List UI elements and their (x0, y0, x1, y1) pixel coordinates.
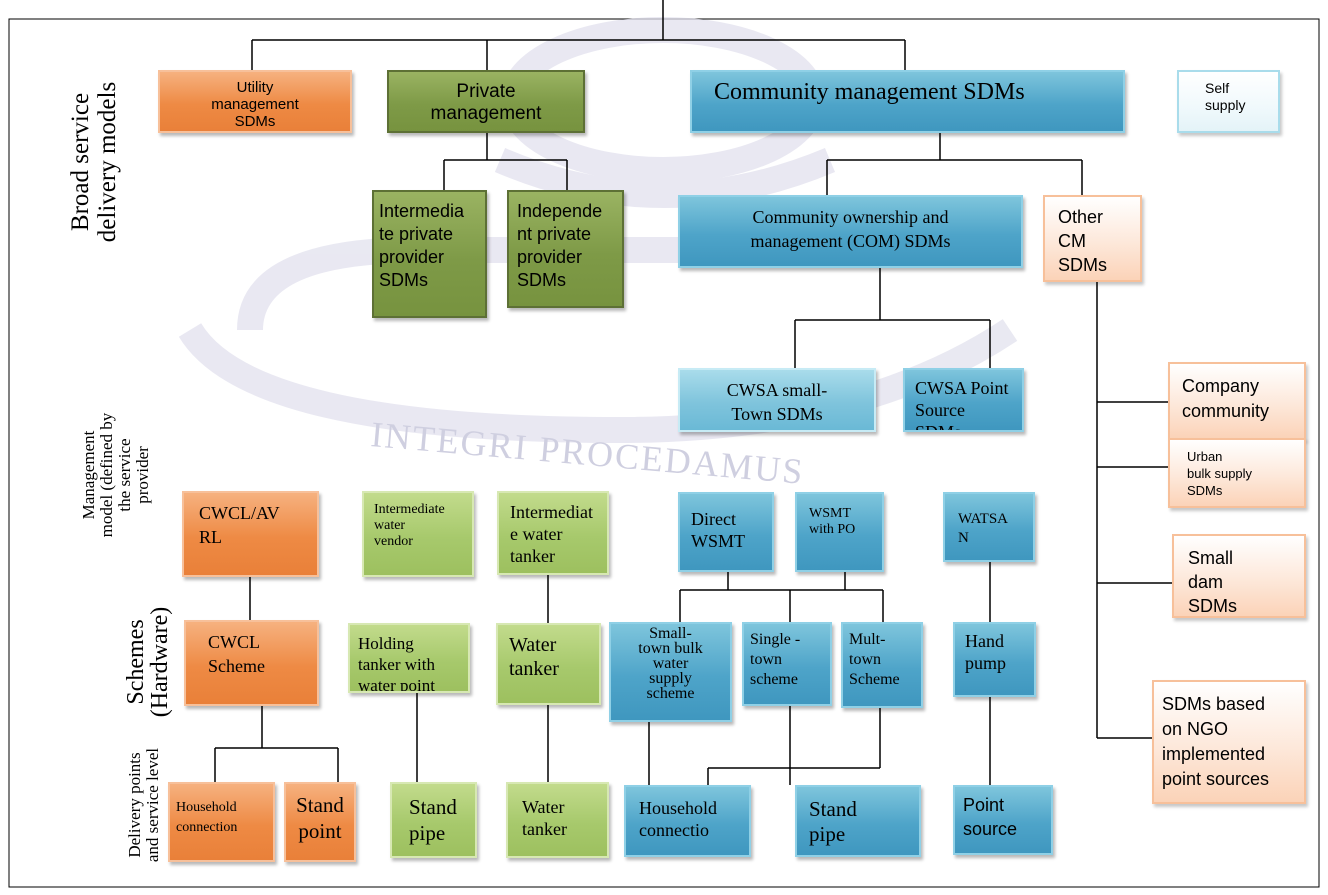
small-dam-sdms-label: Small dam SDMs (1188, 548, 1237, 616)
private-management-box: Private management (387, 70, 585, 133)
cwsa-point-source-label: CWSA Point Source SDMs (915, 378, 1009, 432)
cwcl-scheme-box: CWCL Scheme (184, 620, 319, 706)
intermediate-private-provider-label: Intermedia te private provider SDMs (379, 201, 465, 290)
household-connection-blue-box: Household connectio (624, 785, 751, 857)
self-supply-label: Self supply (1205, 80, 1246, 113)
com-sdms-label: Community ownership and management (COM)… (750, 207, 951, 251)
water-tanker-scheme-box: Water tanker (496, 623, 601, 705)
wsmt-with-po-box: WSMT with PO (795, 492, 884, 572)
multi-town-scheme-box: Mult- town Scheme (841, 622, 923, 708)
stand-pipe-green-label: Stand pipe (409, 795, 457, 845)
watsan-label: WATSA N (958, 511, 1009, 546)
row-label-management-line2: model (defined by (97, 412, 116, 538)
small-dam-sdms-box: Small dam SDMs (1172, 534, 1306, 618)
stand-pipe-blue-box: Stand pipe (795, 785, 921, 857)
row-label-delivery: Delivery points and service level (125, 715, 166, 895)
single-town-scheme-box: Single - town scheme (742, 622, 832, 706)
row-label-management-line1: Management (79, 430, 98, 520)
stand-point-box: Stand point (284, 782, 356, 862)
stand-point-label: Stand point (296, 793, 344, 843)
row-label-delivery-line1: Delivery points (125, 752, 144, 858)
household-connection-orange-label: Household connection (176, 800, 238, 835)
other-cm-sdms-box: Other CM SDMs (1043, 195, 1142, 282)
household-connection-orange-box: Household connection (168, 782, 275, 862)
household-connection-blue-label: Household connectio (639, 798, 717, 840)
community-management-box: Community management SDMs (690, 70, 1125, 133)
stand-pipe-green-box: Stand pipe (390, 782, 477, 858)
stand-pipe-blue-label: Stand pipe (809, 797, 857, 846)
company-community-label: Company community ... (1182, 376, 1270, 440)
holding-tanker-label: Holding tanker with water point (358, 634, 435, 693)
row-label-broad-line2: delivery models (94, 81, 121, 243)
utility-management-box: Utility management SDMs (158, 70, 352, 133)
intermediate-water-vendor-label: Intermediate water vendor (374, 502, 445, 549)
water-tanker-delivery-label: Water tanker (522, 797, 567, 839)
intermediate-water-tanker-box: Intermediat e water tanker (497, 491, 609, 575)
urban-bulk-supply-box: Urban bulk supply SDMs (1168, 438, 1306, 508)
cwsa-small-town-box: CWSA small- Town SDMs (678, 368, 876, 432)
ngo-point-sources-box: SDMs based on NGO implemented point sour… (1152, 680, 1306, 804)
watsan-box: WATSA N (943, 492, 1035, 562)
hand-pump-label: Hand pump (965, 631, 1007, 673)
row-label-broad-line1: Broad service (67, 92, 94, 232)
point-source-label: Point source (963, 795, 1018, 839)
cwcl-avrl-box: CWCL/AV RL (182, 491, 319, 577)
small-town-bulk-supply-scheme-box: Small- town bulk water supply scheme (609, 622, 732, 722)
row-label-management: Management model (defined by the service… (79, 375, 160, 575)
com-sdms-box: Community ownership and management (COM)… (678, 195, 1023, 268)
company-community-box: Company community ... (1168, 362, 1306, 440)
other-cm-sdms-label: Other CM SDMs (1058, 207, 1107, 275)
independent-private-provider-box: Independe nt private provider SDMs (507, 190, 624, 308)
water-tanker-delivery-box: Water tanker (506, 782, 609, 858)
cwsa-small-town-label: CWSA small- Town SDMs (726, 380, 828, 424)
private-management-label: Private management (430, 81, 542, 124)
cwcl-avrl-label: CWCL/AV RL (199, 503, 280, 547)
point-source-box: Point source (953, 785, 1053, 855)
ngo-point-sources-label: SDMs based on NGO implemented point sour… (1162, 694, 1270, 789)
self-supply-box: Self supply (1177, 70, 1280, 133)
cwcl-scheme-label: CWCL Scheme (208, 632, 265, 676)
row-label-management-line4: provider (133, 446, 152, 504)
intermediate-private-provider-box: Intermedia te private provider SDMs (372, 190, 487, 318)
community-management-label: Community management SDMs (714, 79, 1025, 105)
utility-management-label: Utility management SDMs (211, 79, 299, 130)
hand-pump-box: Hand pump (953, 622, 1036, 697)
single-town-scheme-label: Single - town scheme (750, 631, 801, 688)
wsmt-with-po-label: WSMT with PO (809, 506, 856, 537)
water-tanker-scheme-label: Water tanker (509, 634, 559, 680)
direct-wsmt-label: Direct WSMT (691, 509, 745, 551)
row-label-management-line3: the service (115, 438, 134, 512)
independent-private-provider-label: Independe nt private provider SDMs (517, 201, 603, 290)
small-town-bulk-supply-scheme-label: Small- town bulk water supply scheme (638, 625, 703, 702)
holding-tanker-box: Holding tanker with water point (348, 623, 470, 693)
intermediate-water-tanker-label: Intermediat e water tanker (510, 502, 593, 566)
row-label-broad: Broad service delivery models (67, 57, 121, 267)
row-label-delivery-line2: and service level (143, 747, 162, 863)
multi-town-scheme-label: Mult- town Scheme (849, 631, 900, 688)
cwsa-point-source-box: CWSA Point Source SDMs (903, 368, 1024, 432)
direct-wsmt-box: Direct WSMT (678, 492, 774, 572)
urban-bulk-supply-label: Urban bulk supply SDMs (1187, 449, 1253, 498)
intermediate-water-vendor-box: Intermediate water vendor (362, 491, 474, 577)
